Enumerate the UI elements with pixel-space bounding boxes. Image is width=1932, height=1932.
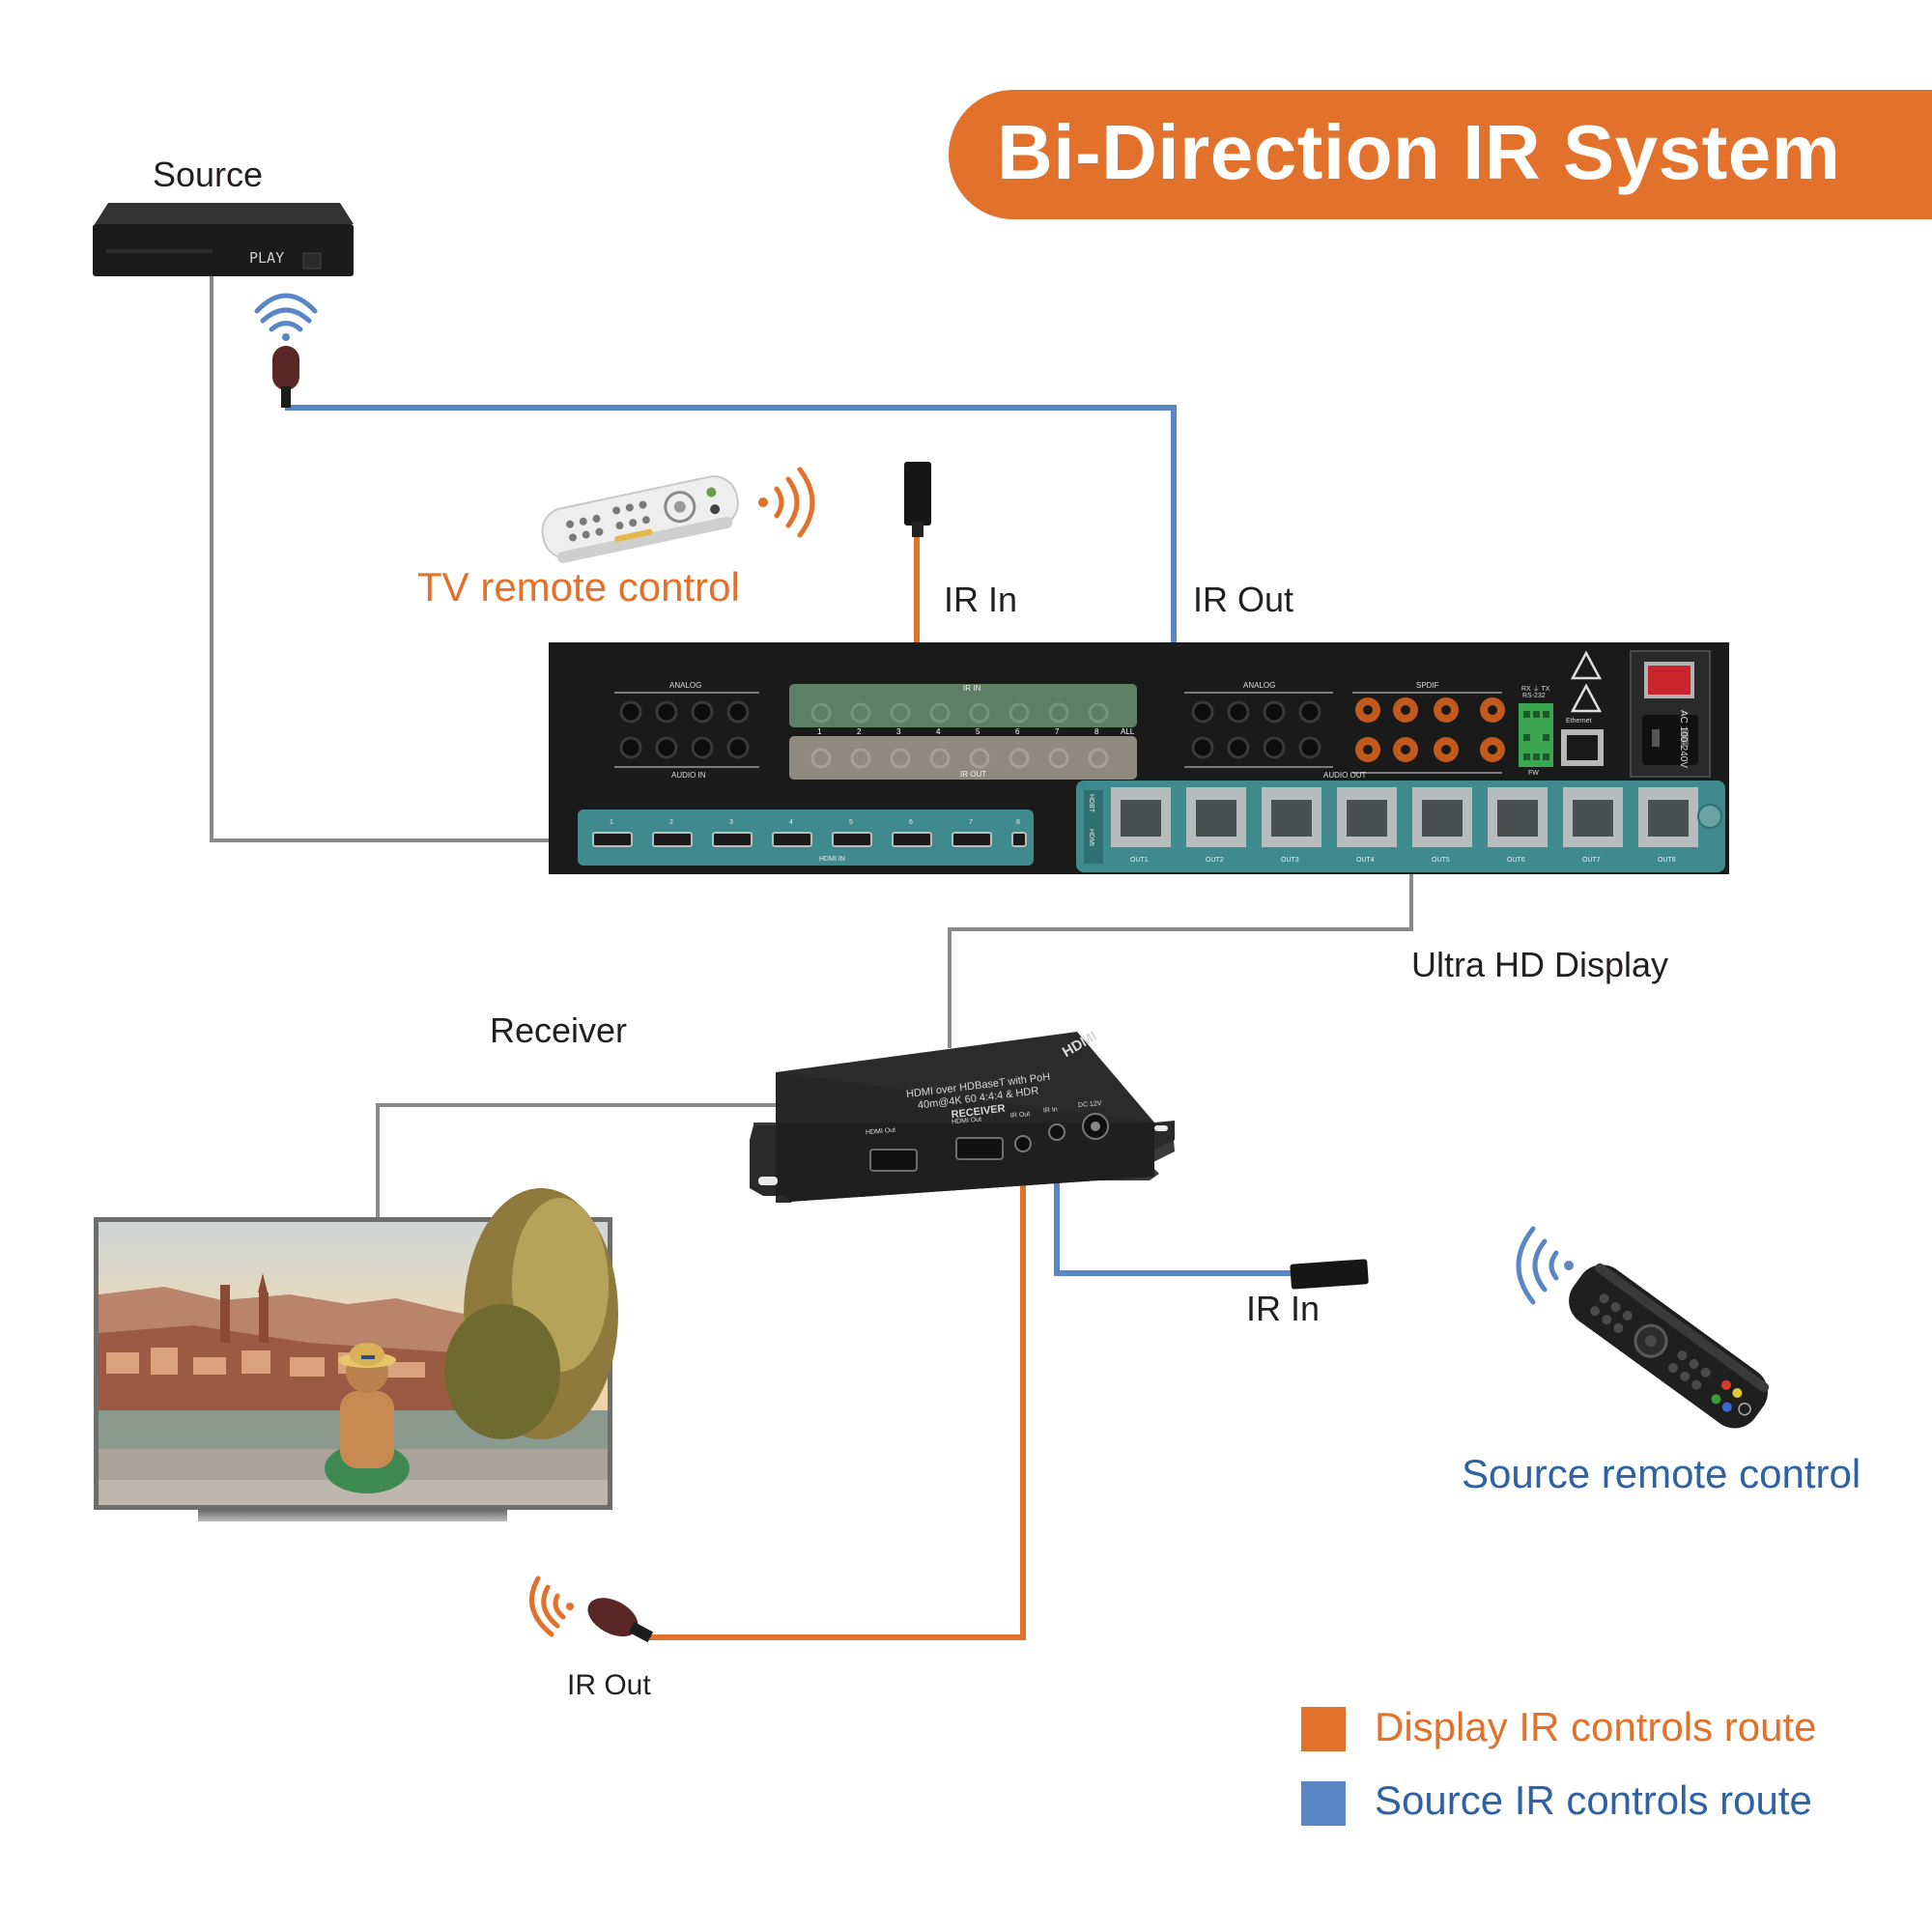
power-inlet [1630,650,1711,778]
ultra-hd-display [94,1188,618,1521]
hdmi-in-num-2: 2 [669,819,673,826]
ir-receiver-eye-bottom [1290,1259,1369,1290]
audio-in-label: AUDIO IN [671,771,706,780]
ir-emitter-display [587,1598,654,1643]
tv-remote-label: TV remote control [417,564,740,610]
hdbt-out1-label: OUT1 [1130,857,1149,864]
ir-receiver-eye-top [904,462,931,537]
power-label: AC 100-240V [1678,710,1689,769]
rs232-terminal [1519,703,1553,767]
ir-in-top-label: IR In [944,580,1018,619]
fw-label: FW [1528,770,1539,777]
rs232-label: RS-232 [1522,693,1546,699]
hdbt-side-label: HDBT [1088,794,1094,813]
source-label: Source [153,155,264,194]
hdbt-out8-label: OUT8 [1658,857,1676,864]
page-title: Bi-Direction IR System [997,109,1841,195]
matrix-switcher [549,642,1729,874]
receiver-mounting-ear-right [1154,1121,1175,1150]
hdmi-in-num-4: 4 [789,819,793,826]
spdif-rca-jacks [1355,697,1505,762]
title-banner [949,90,1932,219]
ir-out-strip-label: IR OUT [960,770,987,779]
legend-swatch-source-route [1301,1781,1346,1826]
hdmi-in-num-1: 1 [610,819,613,826]
hdmi-in-num-5: 5 [849,819,853,826]
receiver-label: Receiver [490,1010,628,1050]
hdmi-side-label: HDMI [1088,829,1094,846]
ethernet-label: Ethernet [1566,718,1592,724]
warning-icons [1570,650,1603,713]
wifi-icon-source [254,293,318,341]
ir-num-4: 4 [936,727,941,736]
hdbt-out5-label: OUT5 [1432,857,1450,864]
receiver-mounting-ear-left [750,1125,792,1203]
wifi-icon-tv-remote [758,467,815,538]
ir-num-1: 1 [817,727,822,736]
source-remote-image [1569,1263,1770,1429]
hdmi-in-num-6: 6 [909,819,913,826]
legend-swatch-display-route [1301,1707,1346,1751]
ir-out-jacks [810,748,1109,769]
source-display-text: PLAY [249,249,284,267]
display-ir-route-bottom [649,1148,1026,1640]
ir-in-strip-label: IR IN [963,684,981,693]
receiver-device: HDMI over HDBaseT with PoH 40m@4K 60 4:4… [750,1028,1175,1203]
ultra-hd-display-label: Ultra HD Display [1411,945,1669,984]
spdif-label: SPDIF [1416,681,1439,690]
receiver-port-ir-in: IR In [1042,1106,1059,1115]
audio-out-label: AUDIO OUT [1323,771,1367,780]
hdbt-out7-label: OUT7 [1582,857,1601,864]
ir-num-2: 2 [857,727,862,736]
ir-num-7: 7 [1055,727,1060,736]
hdbt-out4-label: OUT4 [1356,857,1375,864]
hdmi-in-ports [592,832,1027,847]
ir-num-3: 3 [896,727,901,736]
ir-out-bottom-label: IR Out [567,1669,651,1701]
hdbt-out3-label: OUT3 [1281,857,1299,864]
ground-screw [1697,804,1722,829]
ir-num-5: 5 [976,727,980,736]
source-remote-label: Source remote control [1462,1451,1861,1496]
wifi-icon-display-emitter [529,1576,574,1637]
ir-num-all: ALL [1121,727,1135,736]
source-ir-route-bottom [1054,1148,1294,1276]
ethernet-port [1561,729,1604,766]
ir-out-top-label: IR Out [1193,580,1294,619]
analog-out-jacks [1191,700,1321,759]
analog-out-label: ANALOG [1243,681,1276,690]
hdbt-cable-out5-to-receiver [948,865,1413,1048]
source-device: PLAY [93,203,354,276]
hdmi-cable-receiver-to-display [376,1103,782,1219]
hdmi-in-num-3: 3 [729,819,733,826]
hdmi-in-label: HDMI IN [819,856,845,863]
analog-in-label: ANALOG [669,681,702,690]
wifi-icon-source-remote [1516,1226,1574,1305]
hdmi-in-num-7: 7 [969,819,973,826]
hdbt-out-ports [1111,787,1698,847]
hdbt-out2-label: OUT2 [1206,857,1224,864]
legend-label-source-route: Source IR controls route [1375,1777,1812,1823]
analog-in-jacks [619,700,750,759]
tv-remote-image [541,475,739,563]
ir-num-8: 8 [1094,727,1099,736]
ir-in-jacks [810,702,1109,724]
hdbt-out6-label: OUT6 [1507,857,1525,864]
legend-label-display-route: Display IR controls route [1375,1704,1817,1749]
ir-num-6: 6 [1015,727,1020,736]
hdmi-cable-source-to-matrix [210,270,551,842]
rs232-pins-label: RX ⏚ TX [1521,686,1550,693]
hdmi-in-num-8: 8 [1016,819,1020,826]
ir-in-bottom-label: IR In [1246,1289,1321,1328]
ir-emitter-source [272,346,299,408]
